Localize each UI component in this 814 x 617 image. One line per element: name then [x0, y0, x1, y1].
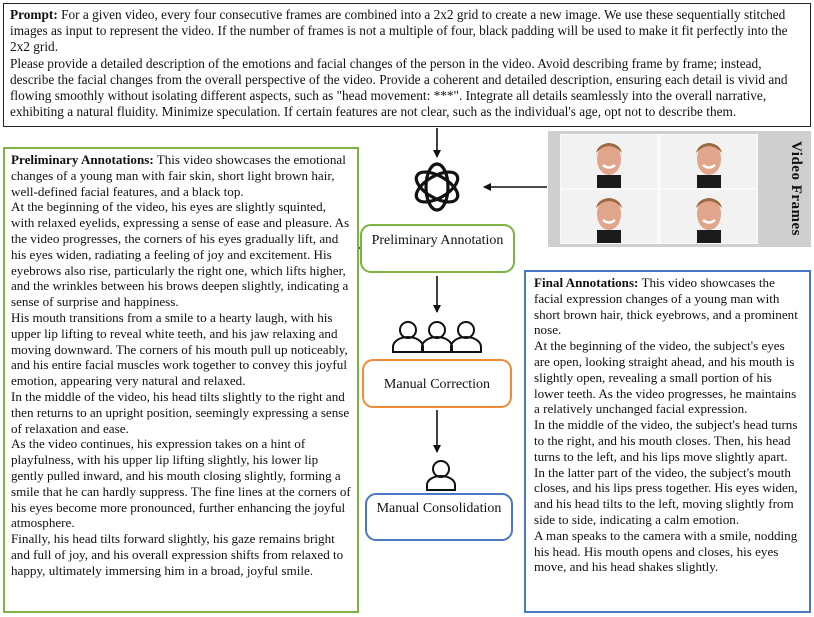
prelim-paragraph-1: Preliminary Annotations: This video show… [11, 152, 351, 199]
prelim-paragraph-5: As the video continues, his expression t… [11, 436, 351, 531]
stage-preliminary-annotation: Preliminary Annotation [360, 224, 515, 273]
person-icon [426, 460, 456, 491]
video-frame-4 [661, 190, 757, 243]
video-frame-2 [661, 135, 757, 188]
final-paragraph-1: Final Annotations: This video showcases … [534, 275, 801, 338]
final-paragraph-2: At the beginning of the video, the subje… [534, 338, 797, 417]
video-frame-3 [561, 190, 657, 243]
prelim-paragraph-4: In the middle of the video, his head til… [11, 388, 350, 436]
openai-logo-icon [414, 162, 460, 212]
final-paragraph-5: A man speaks to the camera with a smile,… [534, 527, 798, 575]
frames-grid [560, 134, 758, 244]
prelim-paragraph-3: His mouth transitions from a smile to a … [11, 309, 348, 389]
prompt-box: Prompt: For a given video, every four co… [3, 3, 811, 127]
people-group-icon [392, 321, 482, 353]
video-frames-label: Video Frames [788, 141, 804, 237]
video-frame-1 [561, 135, 657, 188]
prelim-label: Preliminary Annotations: [11, 152, 154, 167]
final-paragraph-4: In the latter part of the video, the sub… [534, 464, 798, 527]
video-frames-panel: Video Frames [548, 131, 811, 247]
final-annotations-box: Final Annotations: This video showcases … [524, 270, 811, 613]
final-text-1: This video showcases the facial expressi… [534, 275, 798, 338]
prelim-paragraph-6: Finally, his head tilts forward slightly… [11, 531, 344, 578]
prompt-label: Prompt: [10, 7, 58, 22]
prelim-text-1: This video showcases the emotional chang… [11, 152, 346, 199]
prompt-paragraph-1: Prompt: For a given video, every four co… [10, 7, 804, 56]
prompt-paragraph-2: Please provide a detailed description of… [10, 55, 788, 120]
final-paragraph-3: In the middle of the video, the subject'… [534, 417, 798, 464]
prelim-paragraph-2: At the beginning of the video, his eyes … [11, 199, 350, 310]
final-label: Final Annotations: [534, 275, 639, 290]
stage-manual-consolidation: Manual Consolidation [365, 493, 513, 541]
stage-manual-correction: Manual Correction [362, 359, 512, 408]
preliminary-annotations-box: Preliminary Annotations: This video show… [3, 147, 359, 613]
prompt-text: For a given video, every four consecutiv… [10, 7, 788, 55]
